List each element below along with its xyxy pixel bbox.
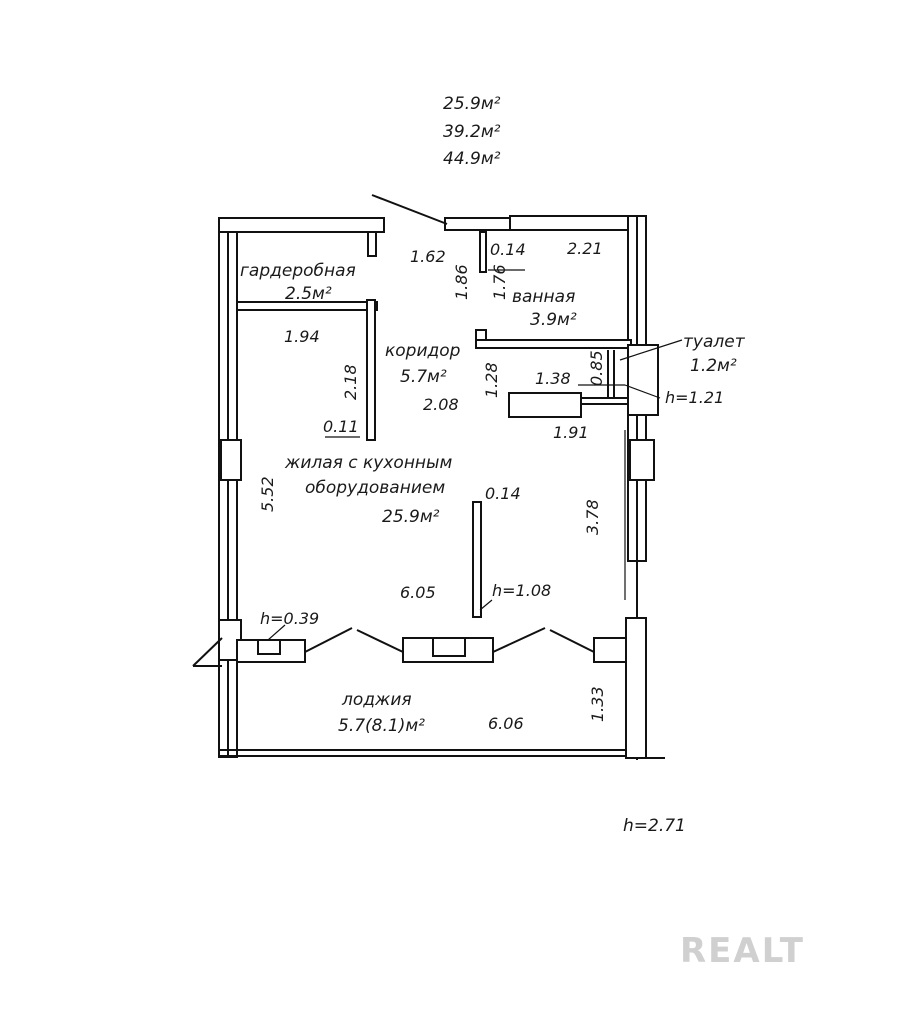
dim-1-33: 1.33 <box>588 686 607 722</box>
dim-1-76: 1.76 <box>490 264 509 300</box>
dim-0-11: 0.11 <box>323 417 359 436</box>
dim-1-86: 1.86 <box>452 264 471 300</box>
corridor-partition <box>366 299 376 441</box>
walls <box>192 194 683 760</box>
dim-0-14-top: 0.14 <box>490 240 526 259</box>
dim-1-38: 1.38 <box>535 369 571 388</box>
dim-1-94: 1.94 <box>284 327 320 346</box>
top-left-wall <box>218 217 385 233</box>
toilet-area: 1.2м² <box>690 356 737 376</box>
area-pointer <box>371 194 448 225</box>
dim-1-91: 1.91 <box>553 423 589 442</box>
dim-3-78: 3.78 <box>583 499 602 535</box>
toilet-name: туалет <box>683 332 746 352</box>
loggia-area: 5.7(8.1)м² <box>338 716 425 736</box>
living-area: 25.9м² <box>382 507 440 527</box>
top-right-wall <box>509 215 641 231</box>
realt-watermark: REALT <box>680 931 805 971</box>
dim-2-08: 2.08 <box>423 395 459 414</box>
dim-6-06: 6.06 <box>488 714 524 733</box>
dim-0-85: 0.85 <box>587 350 606 386</box>
dim-0-14-mid: 0.14 <box>485 484 521 503</box>
living-name-2: оборудованием <box>305 478 445 498</box>
kitchen-unit <box>508 392 582 418</box>
bathroom-area: 3.9м² <box>530 310 577 330</box>
living-area-total: 25.9м² <box>443 94 501 114</box>
toilet-wall <box>627 344 659 416</box>
total-area: 44.9м² <box>443 149 501 169</box>
corridor-area: 5.7м² <box>400 367 447 387</box>
dim-1-28: 1.28 <box>482 362 501 398</box>
wardrobe-area: 2.5м² <box>285 284 332 304</box>
dim-h-1-21: h=1.21 <box>665 388 724 407</box>
living-partition <box>472 501 482 618</box>
dim-6-05: 6.05 <box>400 583 436 602</box>
wardrobe-name: гардеробная <box>240 261 356 281</box>
top-entrance-wall <box>444 217 511 231</box>
total-living-area: 39.2м² <box>443 122 501 142</box>
bathroom-name: ванная <box>512 287 575 307</box>
corridor-name: коридор <box>385 341 461 361</box>
dim-h-0-39: h=0.39 <box>260 609 319 628</box>
dim-2-18: 2.18 <box>341 364 360 400</box>
loggia-name: лоджия <box>341 690 412 710</box>
ceiling-height: h=2.71 <box>623 816 686 836</box>
bathroom-wall <box>475 339 632 349</box>
living-name: жилая с кухонным <box>284 453 452 473</box>
dim-1-62: 1.62 <box>410 247 446 266</box>
dim-5-52: 5.52 <box>258 476 277 512</box>
dim-h-1-08: h=1.08 <box>492 581 551 600</box>
dim-2-21: 2.21 <box>567 239 603 258</box>
wardrobe-wall <box>236 301 378 311</box>
